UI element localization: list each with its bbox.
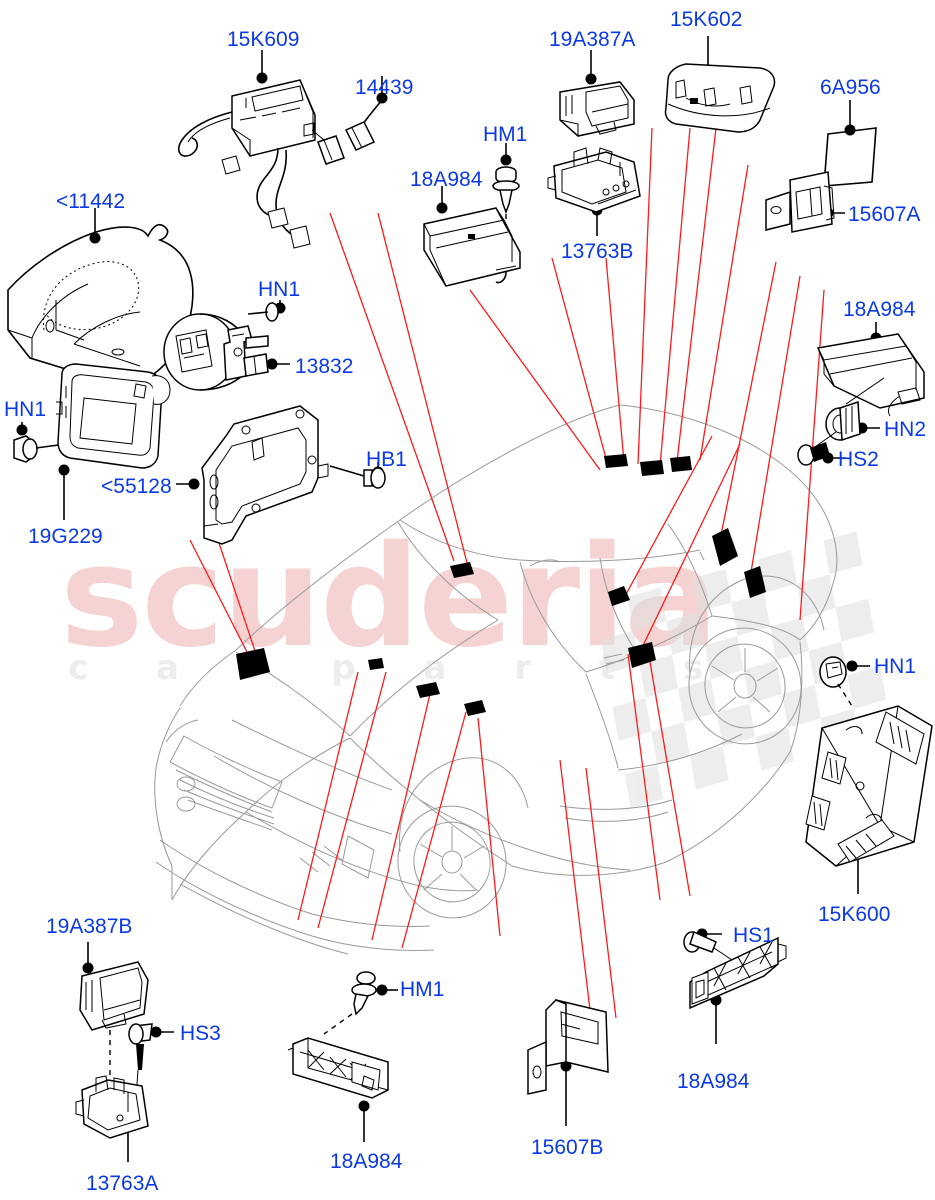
part-HN1-nut-camera: [13, 422, 67, 463]
part-19G229-camera-module: [56, 363, 171, 520]
part-label-18A984-lower-mid: 18A984: [330, 1150, 403, 1173]
part-label-HS1: HS1: [733, 924, 774, 947]
part-label-19A387A: 19A387A: [549, 28, 636, 51]
part-19A387B-control-module: [79, 942, 149, 1110]
part-label-13763B: 13763B: [561, 240, 634, 263]
part-19A387A-control-module: [559, 50, 635, 137]
part-14439-antenna-cable: [344, 76, 388, 151]
part-HS2-screw: [797, 431, 846, 466]
part-label-15K600: 15K600: [818, 903, 891, 926]
part-label-HM1-upper: HM1: [483, 123, 528, 146]
part-label-HS3: HS3: [180, 1022, 221, 1045]
part-55128-mounting-bracket: [176, 405, 329, 545]
part-label-HM1-lower: HM1: [400, 978, 445, 1001]
part-label-HN1-camera: HN1: [4, 398, 47, 421]
part-label-18A984-bottom-right: 18A984: [677, 1070, 750, 1093]
part-HM1-push-pin-lower: [323, 971, 398, 1035]
part-HB1-bolt: [329, 462, 386, 489]
part-label-14439: 14439: [355, 76, 414, 99]
part-label-18A984-right: 18A984: [843, 298, 916, 321]
part-label-15607B: 15607B: [531, 1136, 604, 1159]
part-18A984-antenna-bottom-right: [689, 936, 787, 1044]
part-label-15607A: 15607A: [848, 203, 921, 226]
part-13832-sensor-bracket: [163, 313, 290, 391]
part-HN1-nut-bcm: [819, 656, 870, 707]
part-15607B-receiver-module: [527, 999, 609, 1126]
part-13763B-module-bracket: [547, 147, 641, 236]
part-18A984-antenna-upper: [423, 186, 521, 287]
part-HM1-push-pin-upper: [492, 143, 520, 284]
part-15607A-receiver-module: [765, 171, 845, 233]
part-HS3-screw: [128, 1023, 174, 1111]
part-label-HS2: HS2: [838, 448, 879, 471]
part-label-18A984-upper: 18A984: [410, 168, 483, 191]
part-label-15K602: 15K602: [670, 8, 743, 31]
part-label-55128: <55128: [101, 475, 172, 498]
part-label-HN1-bcm: HN1: [874, 655, 917, 678]
part-label-15K609: 15K609: [227, 28, 300, 51]
part-label-HN2: HN2: [884, 418, 927, 441]
part-15K609-telematics-module: [177, 50, 345, 249]
part-HS1-screw: [683, 928, 757, 977]
part-18A984-antenna-lower-mid: [287, 1037, 389, 1142]
part-15K602-module-housing: [664, 36, 776, 133]
part-label-6A956: 6A956: [820, 76, 881, 99]
part-label-HN1-upper: HN1: [258, 278, 301, 301]
part-HN1-nut-upper: [247, 300, 286, 322]
part-label-HB1: HB1: [366, 448, 407, 471]
part-label-19A387B: 19A387B: [46, 915, 133, 938]
part-label-19G229: 19G229: [28, 525, 103, 548]
part-6A956-foam-pad: [823, 100, 877, 187]
part-label-13763A: 13763A: [86, 1172, 159, 1195]
part-HN2-knurled-nut: [825, 377, 885, 442]
part-15K600-body-control-module: [805, 705, 933, 894]
part-label-13832: 13832: [295, 355, 354, 378]
part-label-11442: <11442: [56, 190, 126, 213]
part-18A984-antenna-right: [816, 322, 925, 417]
part-13763A-lower-bracket: [75, 1075, 149, 1162]
